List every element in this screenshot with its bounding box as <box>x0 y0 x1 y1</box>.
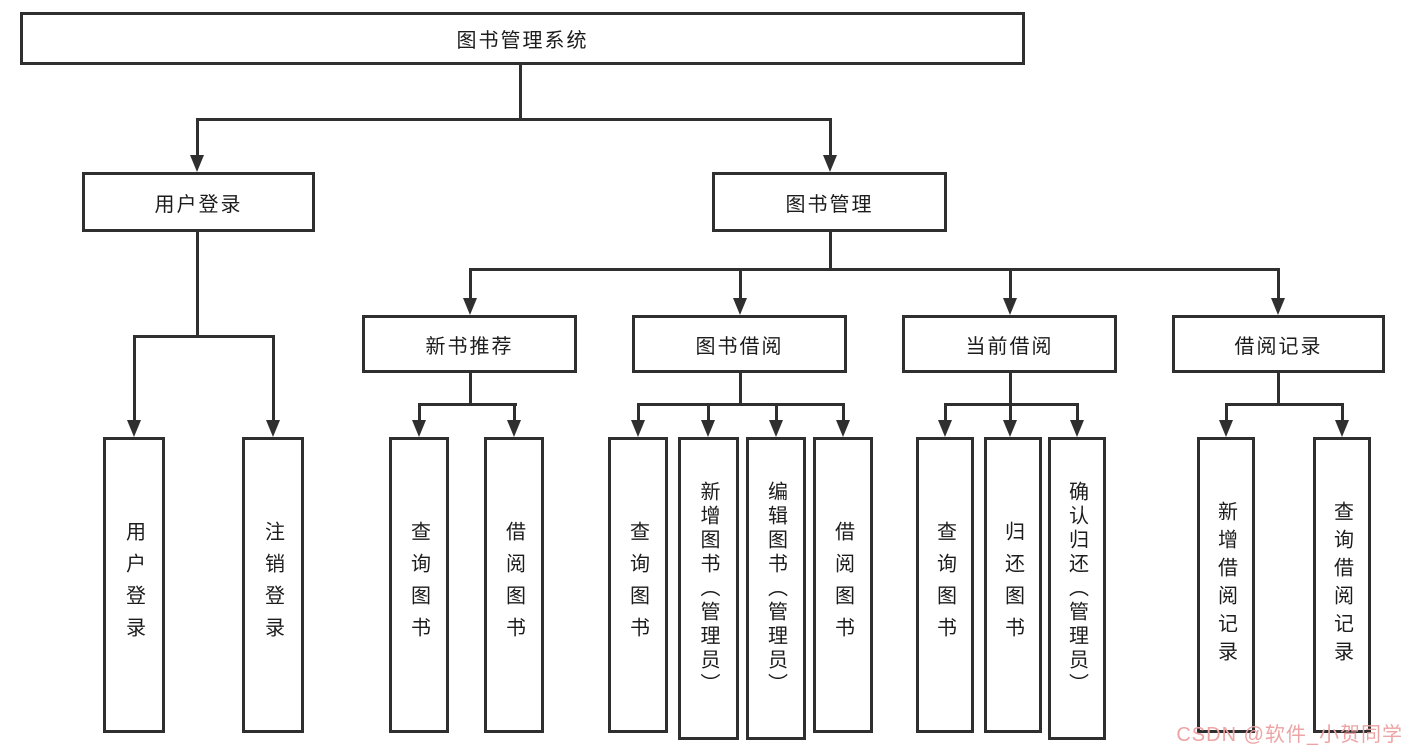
connector-line <box>1225 403 1228 421</box>
leaf-edit-book-admin: 编辑图书（管理员） <box>746 437 806 740</box>
leaf-add-book-admin: 新增图书（管理员） <box>678 437 739 740</box>
leaf-query-books-borrowing: 查询图书 <box>608 437 668 733</box>
node-label: 查询图书 <box>933 521 956 649</box>
leaf-add-borrow-record: 新增借阅记录 <box>1197 437 1255 733</box>
connector-line <box>1009 372 1012 406</box>
connector-line <box>1341 403 1344 421</box>
leaf-return-book: 归还图书 <box>984 437 1042 733</box>
connector-line <box>637 403 640 421</box>
node-current-borrowing: 当前借阅 <box>902 315 1117 373</box>
leaf-query-borrow-record: 查询借阅记录 <box>1313 437 1371 733</box>
arrow-down-icon <box>463 298 477 315</box>
connector-line <box>513 403 516 421</box>
connector-line <box>829 118 832 156</box>
connector-line <box>637 403 845 406</box>
connector-line <box>133 335 136 421</box>
arrow-down-icon <box>1003 298 1017 315</box>
connector-line <box>519 64 522 120</box>
arrow-down-icon <box>1219 420 1233 437</box>
connector-line <box>418 403 517 406</box>
node-book-borrowing: 图书借阅 <box>632 315 847 373</box>
arrow-down-icon <box>1003 420 1017 437</box>
connector-line <box>707 403 710 421</box>
node-label: 借阅记录 <box>1234 335 1323 358</box>
connector-line <box>775 403 778 421</box>
node-label: 归还图书 <box>1001 521 1024 649</box>
connector-line <box>469 372 472 406</box>
connector-line <box>196 231 199 337</box>
connector-line <box>1009 403 1012 421</box>
node-label: 新增图书（管理员） <box>697 480 719 697</box>
connector-line <box>1225 403 1343 406</box>
leaf-user-login: 用户登录 <box>103 437 165 733</box>
connector-line <box>133 335 275 338</box>
node-borrow-records: 借阅记录 <box>1172 315 1385 373</box>
connector-line <box>196 118 832 121</box>
connector-line <box>739 372 742 406</box>
arrow-down-icon <box>733 298 747 315</box>
leaf-borrow-books-recommend: 借阅图书 <box>484 437 544 733</box>
node-label: 当前借阅 <box>965 335 1054 358</box>
node-label: 图书管理 <box>785 193 874 216</box>
node-label: 查询图书 <box>407 521 430 649</box>
node-book-management: 图书管理 <box>712 172 947 232</box>
node-label: 图书借阅 <box>695 335 784 358</box>
connector-line <box>1009 268 1012 299</box>
connector-line <box>1076 403 1079 421</box>
arrow-down-icon <box>266 420 280 437</box>
arrow-down-icon <box>1070 420 1084 437</box>
node-label: 确认归还（管理员） <box>1065 480 1088 697</box>
connector-line <box>196 118 199 156</box>
leaf-query-books-recommend: 查询图书 <box>389 437 449 733</box>
node-label: 查询借阅记录 <box>1330 501 1353 669</box>
node-label: 查询图书 <box>626 521 649 649</box>
node-label: 图书管理系统 <box>456 30 589 52</box>
csdn-watermark: CSDN @软件_小贺同学 <box>1176 724 1403 746</box>
node-label: 新书推荐 <box>425 335 514 358</box>
arrow-down-icon <box>127 420 141 437</box>
arrow-down-icon <box>701 420 715 437</box>
node-label: 编辑图书（管理员） <box>764 480 787 697</box>
leaf-logout: 注销登录 <box>242 437 304 733</box>
connector-line <box>944 403 947 421</box>
node-label: 借阅图书 <box>502 521 525 649</box>
connector-line <box>469 268 1280 271</box>
node-user-login: 用户登录 <box>82 172 315 232</box>
connector-line <box>272 335 275 421</box>
connector-line <box>1277 268 1280 299</box>
node-label: 注销登录 <box>261 521 284 649</box>
connector-line <box>418 403 421 421</box>
node-label: 用户登录 <box>154 193 243 216</box>
arrow-down-icon <box>631 420 645 437</box>
arrow-down-icon <box>412 420 426 437</box>
node-label: 新增借阅记录 <box>1214 501 1237 669</box>
connector-line <box>739 268 742 299</box>
arrow-down-icon <box>190 155 204 172</box>
node-new-book-recommend: 新书推荐 <box>362 315 577 373</box>
arrow-down-icon <box>836 420 850 437</box>
node-label: 用户登录 <box>122 521 145 649</box>
connector-line <box>469 268 472 299</box>
connector-line <box>829 231 832 271</box>
leaf-borrow-books-borrowing: 借阅图书 <box>813 437 873 733</box>
connector-line <box>1277 372 1280 406</box>
arrow-down-icon <box>1271 298 1285 315</box>
arrow-down-icon <box>938 420 952 437</box>
arrow-down-icon <box>769 420 783 437</box>
arrow-down-icon <box>1335 420 1349 437</box>
leaf-confirm-return-admin: 确认归还（管理员） <box>1048 437 1106 740</box>
connector-line <box>842 403 845 421</box>
arrow-down-icon <box>507 420 521 437</box>
arrow-down-icon <box>823 155 837 172</box>
leaf-query-books-current: 查询图书 <box>916 437 974 733</box>
node-label: 借阅图书 <box>831 521 854 649</box>
node-library-management-system: 图书管理系统 <box>20 12 1025 65</box>
